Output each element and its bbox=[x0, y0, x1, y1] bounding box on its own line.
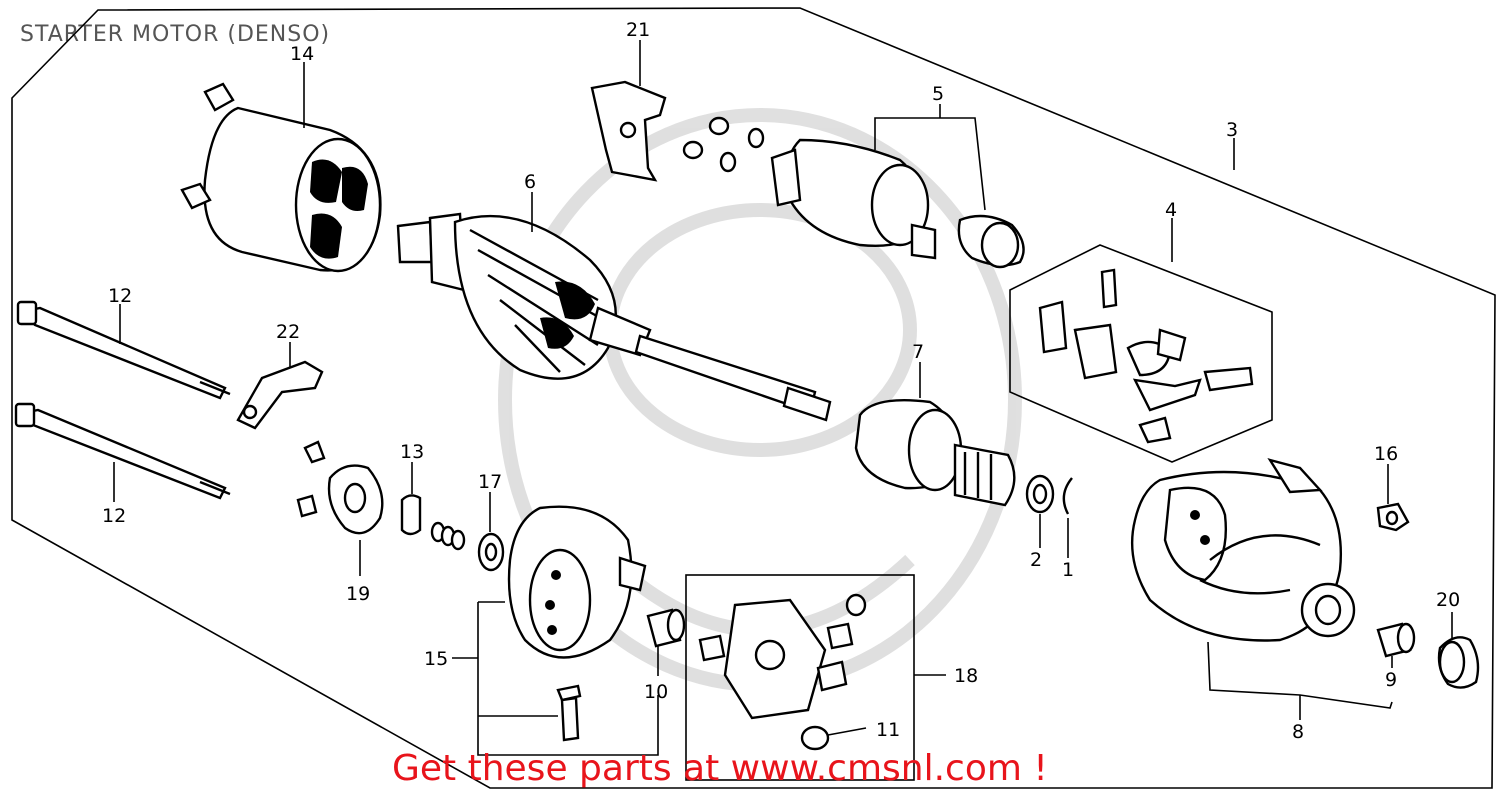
part-solenoid bbox=[770, 138, 1025, 269]
part-drive-pinion bbox=[854, 399, 1016, 507]
part-through-bolts bbox=[14, 300, 231, 500]
callout-numbers: 1 2 3 4 5 6 7 8 9 10 11 12 12 13 14 15 1… bbox=[102, 19, 1460, 743]
callout-16: 16 bbox=[1374, 443, 1398, 465]
part-brush-holder bbox=[698, 593, 867, 751]
callout-20: 20 bbox=[1436, 589, 1460, 611]
part-spring bbox=[430, 521, 466, 551]
callout-7: 7 bbox=[912, 341, 924, 363]
part-4-group-box bbox=[1009, 244, 1273, 463]
part-stop-collar bbox=[1025, 474, 1055, 514]
part-contact-set bbox=[1038, 268, 1254, 444]
callout-15: 15 bbox=[424, 648, 448, 670]
callout-17: 17 bbox=[478, 471, 502, 493]
callout-8: 8 bbox=[1292, 721, 1304, 743]
part-snap-ring bbox=[1062, 477, 1073, 515]
assembly-outline bbox=[11, 7, 1496, 789]
diagram-title: STARTER MOTOR (DENSO) bbox=[20, 22, 331, 47]
part-bushing-10 bbox=[646, 608, 686, 648]
part-18-group-box bbox=[685, 574, 915, 781]
callout-14: 14 bbox=[290, 43, 314, 65]
part-terminal-strap bbox=[236, 360, 324, 430]
callout-19: 19 bbox=[346, 583, 370, 605]
callout-11: 11 bbox=[876, 719, 900, 741]
promo-link-text[interactable]: Get these parts at www.cmsnl.com ! bbox=[392, 748, 1048, 789]
part-end-frame bbox=[507, 505, 647, 742]
callout-9: 9 bbox=[1385, 669, 1397, 691]
callout-13: 13 bbox=[400, 441, 424, 463]
callout-1: 1 bbox=[1062, 559, 1074, 581]
callout-12b: 12 bbox=[102, 505, 126, 527]
callout-5: 5 bbox=[932, 83, 944, 105]
callout-3: 3 bbox=[1226, 119, 1238, 141]
part-yoke-housing bbox=[180, 82, 382, 273]
callout-21: 21 bbox=[626, 19, 650, 41]
callout-6: 6 bbox=[524, 171, 536, 193]
part-spring-clip bbox=[400, 494, 422, 536]
part-bracket bbox=[590, 80, 667, 182]
part-armature bbox=[396, 212, 832, 422]
part-drive-housing bbox=[1130, 458, 1356, 642]
part-nuts-washers bbox=[682, 116, 765, 173]
callout-22: 22 bbox=[276, 321, 300, 343]
part-nut-16 bbox=[1376, 502, 1410, 532]
callout-12a: 12 bbox=[108, 285, 132, 307]
callout-2: 2 bbox=[1030, 549, 1042, 571]
part-thrust-washer bbox=[477, 532, 505, 572]
callout-10: 10 bbox=[644, 681, 668, 703]
part-dust-cap bbox=[1437, 636, 1480, 689]
part-bushing-9 bbox=[1376, 622, 1416, 658]
callout-18: 18 bbox=[954, 665, 978, 687]
part-cover-plate bbox=[296, 440, 384, 535]
callout-4: 4 bbox=[1165, 199, 1177, 221]
